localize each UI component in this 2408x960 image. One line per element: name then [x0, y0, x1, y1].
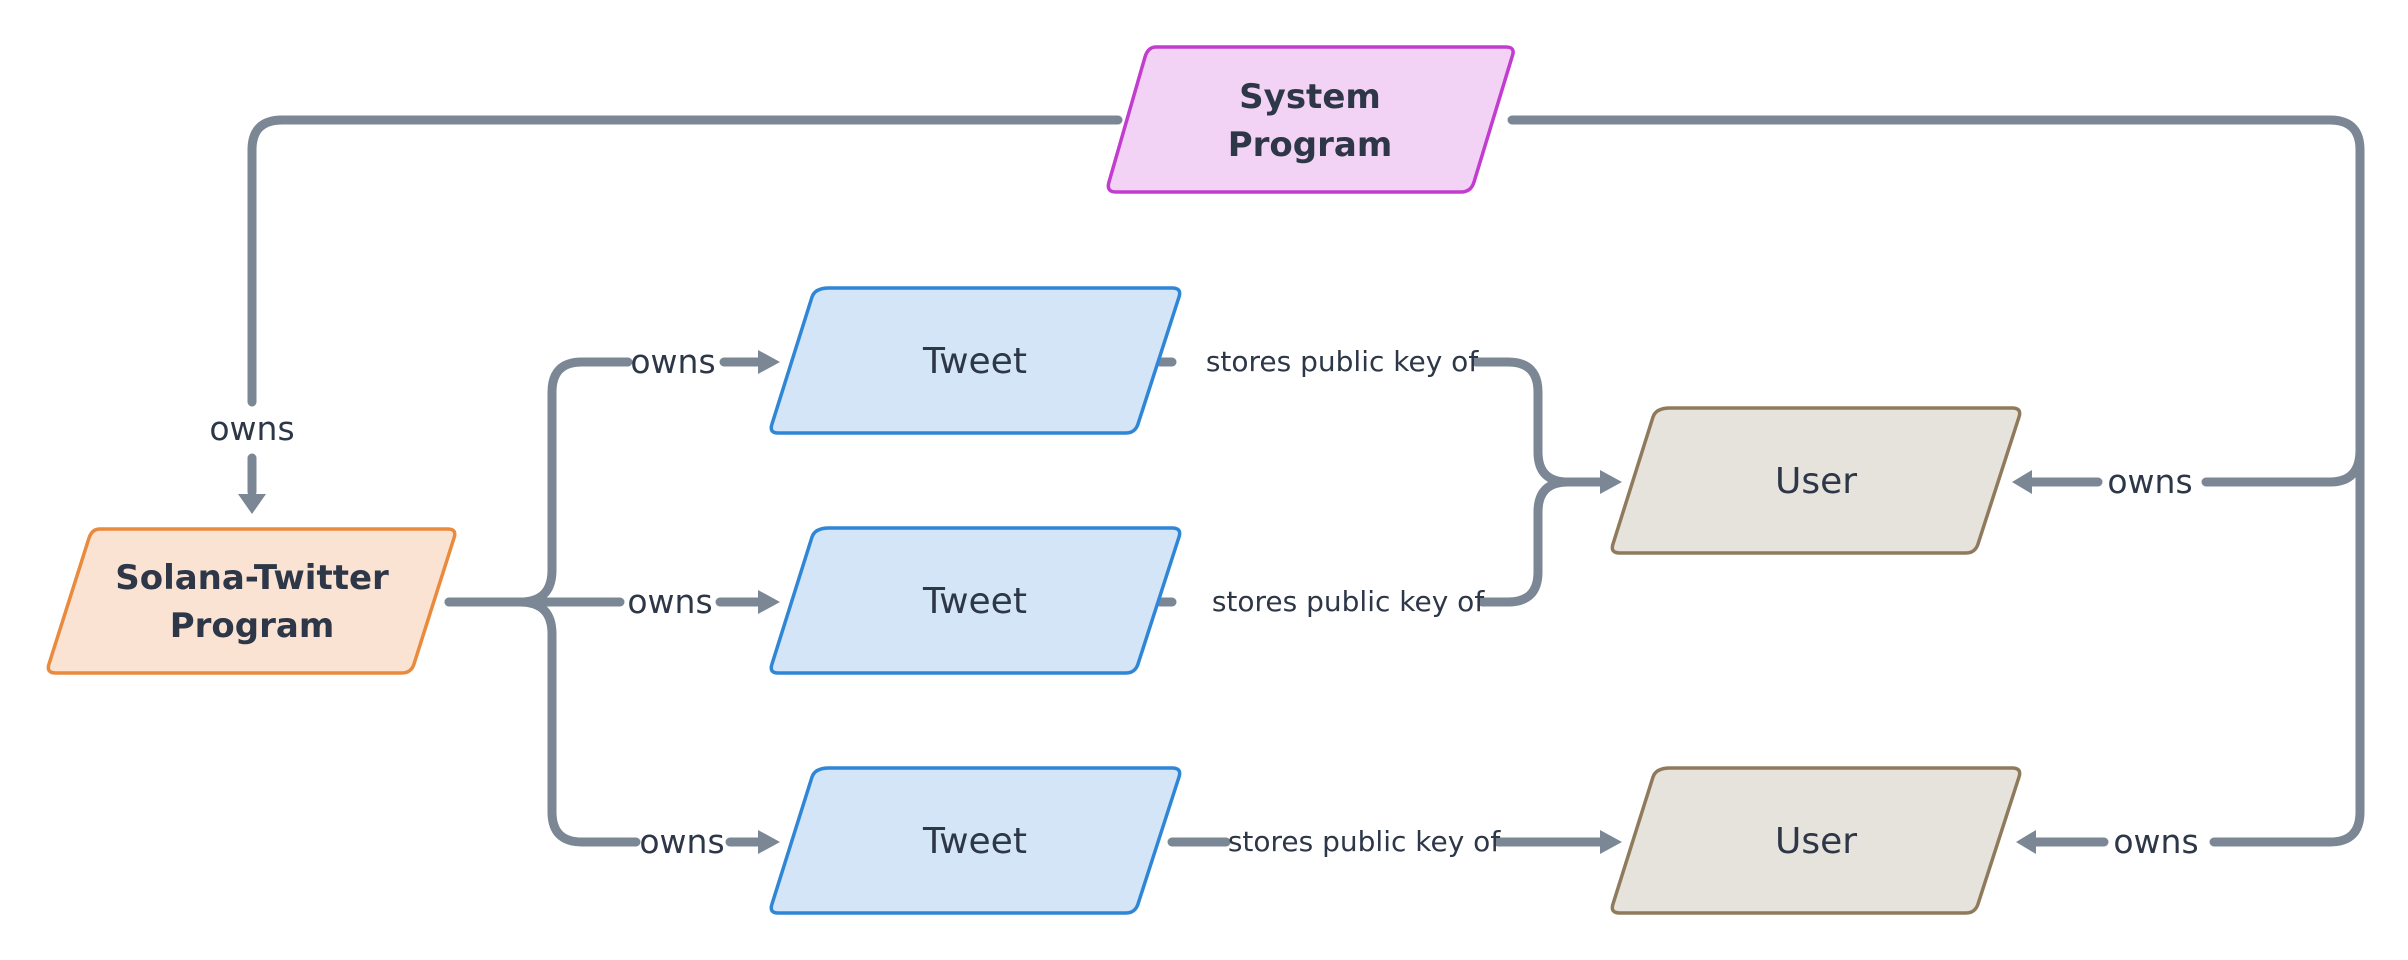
arrowhead: [2016, 830, 2036, 854]
edges: [238, 115, 2365, 854]
node-tweet-1: Tweet: [769, 286, 1182, 435]
edge-label-tweet-3-stores-user-2: stores public key of: [1228, 825, 1502, 858]
node-tweet-3-shape: [769, 766, 1182, 915]
node-tweet-2: Tweet: [769, 526, 1182, 675]
node-system-program-shape: [1106, 45, 1515, 194]
node-solana-twitter-program: Solana-Twitter Program: [46, 527, 457, 675]
node-tweet-1-label: Tweet: [922, 341, 1027, 382]
arrowhead: [238, 494, 266, 514]
node-solana-twitter-program-label-line2: Program: [170, 606, 335, 646]
node-tweet-3-label: Tweet: [922, 821, 1027, 862]
node-system-program-label-line2: Program: [1228, 125, 1393, 165]
node-solana-twitter-program-label-line1: Solana-Twitter: [115, 558, 389, 598]
arrowhead: [758, 350, 780, 374]
node-user-1-shape: [1610, 406, 2022, 555]
edge-tweet-2-to-user-1: [1477, 477, 1573, 607]
edge-solana-to-tweets-trunk: [444, 357, 633, 607]
edge-label-system-owns-user-1: owns: [2107, 462, 2192, 501]
edge-label-solana-owns-tweet-3: owns: [639, 822, 724, 861]
edge-tweet-1-to-user-1: [1471, 357, 1605, 487]
node-user-2-label: User: [1775, 821, 1857, 862]
node-solana-twitter-program-shape: [46, 527, 457, 675]
arrowhead: [1600, 830, 1622, 854]
edge-system-to-user-1: [2201, 445, 2365, 487]
arrowhead: [2012, 470, 2032, 494]
node-user-1: User: [1610, 406, 2022, 555]
node-tweet-3: Tweet: [769, 766, 1182, 915]
edge-label-solana-owns-tweet-1: owns: [630, 342, 715, 381]
node-user-2-shape: [1610, 766, 2022, 915]
edge-label-tweet-2-stores-user-1: stores public key of: [1212, 585, 1486, 618]
arrowhead: [1600, 470, 1622, 494]
node-user-1-label: User: [1775, 461, 1857, 502]
node-system-program: System Program: [1106, 45, 1515, 194]
edge-system-to-solana: [247, 115, 1123, 407]
node-tweet-2-shape: [769, 526, 1182, 675]
edge-system-to-users-trunk: [1507, 115, 2365, 847]
edge-label-system-owns-user-2: owns: [2113, 822, 2198, 861]
node-user-2: User: [1610, 766, 2022, 915]
arrowhead: [758, 590, 780, 614]
edge-label-system-owns-solana: owns: [209, 409, 294, 448]
edge-label-tweet-1-stores-user-1: stores public key of: [1206, 345, 1480, 378]
edge-label-solana-owns-tweet-2: owns: [627, 582, 712, 621]
edge-solana-to-tweet-3: [515, 597, 641, 847]
node-tweet-2-label: Tweet: [922, 581, 1027, 622]
node-tweet-1-shape: [769, 286, 1182, 435]
arrowhead: [758, 830, 780, 854]
node-system-program-label-line1: System: [1239, 77, 1381, 117]
edge-labels: owns owns owns owns stores public key of…: [209, 342, 2198, 861]
